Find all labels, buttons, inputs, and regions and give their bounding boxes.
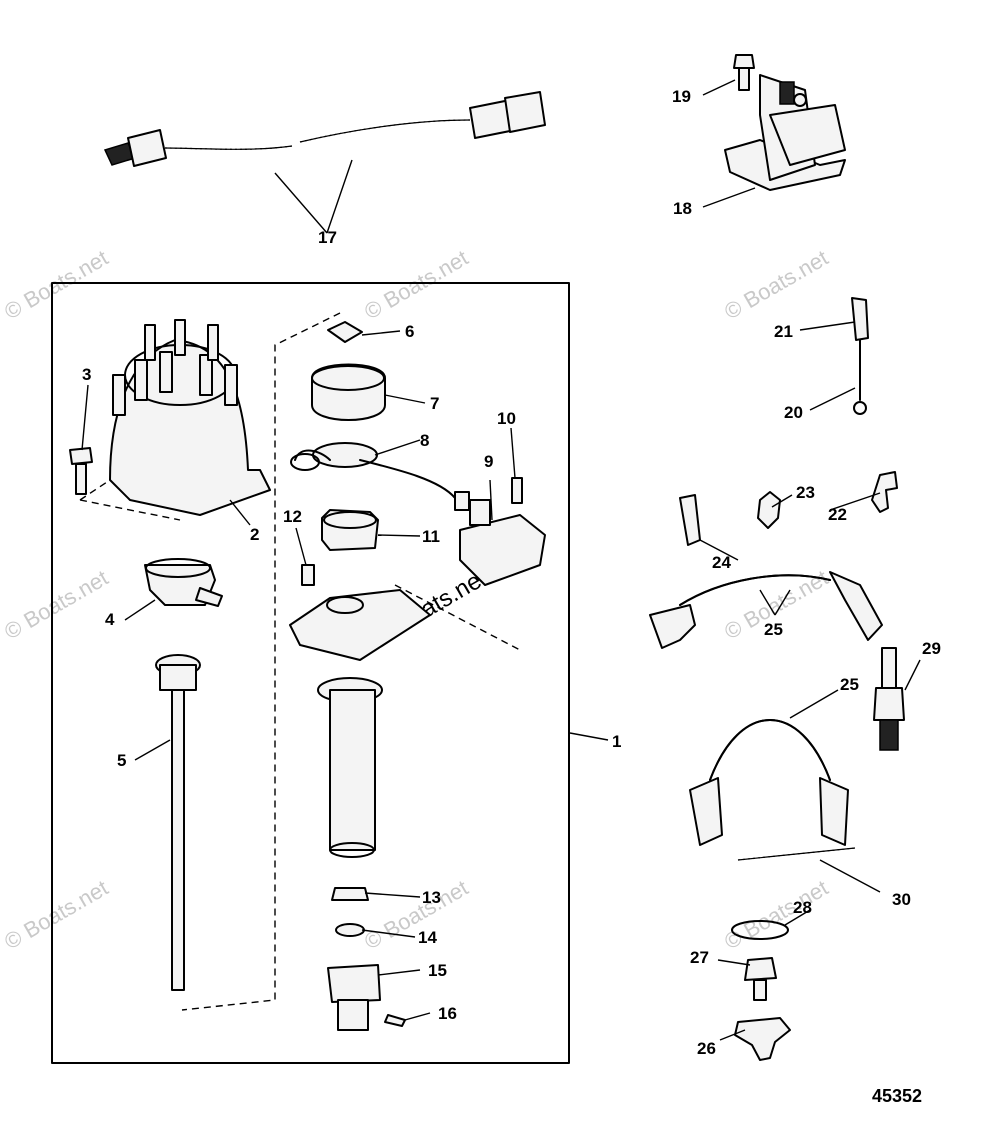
callout-6: 6 [405,322,414,341]
callout-29: 29 [922,639,941,658]
watermark: © Boats.net [0,565,112,644]
wiring-harness [103,91,546,167]
watermark: © Boats.net [360,875,472,954]
watermark: © Boats.net [0,245,112,324]
callout-25: 25 [764,620,783,639]
callout-23: 23 [796,483,815,502]
callout-2: 2 [250,525,259,544]
callout-13: 13 [422,888,441,907]
dashed-assembly-line [79,479,181,521]
callout-24: 24 [712,553,731,572]
watermark: © Boats.net [360,245,472,324]
callout-28: 28 [793,898,812,917]
distributor-assembly-frame [51,282,570,1064]
callout-14: 14 [418,928,437,947]
drive-shaft [155,654,201,991]
callout-21: 21 [774,322,793,341]
leader-lines [81,79,921,1041]
callout-17: 17 [318,228,337,247]
ground-strap [851,297,869,415]
callout-8: 8 [420,431,429,450]
spark-plug-lead-lower [689,719,849,846]
cap-screw [69,447,93,495]
figure-number: 45352 [872,1086,922,1106]
coil-screw [733,54,755,91]
callout-4: 4 [105,610,115,629]
dashed-assembly-line [181,312,341,1011]
distributor-cap [109,319,271,516]
spark-plug [873,647,905,751]
callout-30: 30 [892,890,911,909]
callout-10: 10 [497,409,516,428]
watermark: © Boats.net [0,875,112,954]
callout-12: 12 [283,507,302,526]
callout-5: 5 [117,751,126,770]
watermark: © Boats.net [720,245,832,324]
callout-3: 3 [82,365,91,384]
wire-clips [679,471,898,546]
watermark: © Boats.net [720,875,832,954]
callout-22: 22 [828,505,847,524]
callout-27: 27 [690,948,709,967]
callout-9: 9 [484,452,493,471]
bracket [734,1017,791,1061]
callout-18: 18 [673,199,692,218]
watermark-layer: © Boats.net © Boats.net © Boats.net © Bo… [0,245,832,954]
distributor-internals [289,321,546,1031]
callout-26: 26 [697,1039,716,1058]
spark-plug-lead-upper [649,571,883,649]
bushing [144,558,223,607]
ignition-coil [724,74,846,191]
callout-7: 7 [430,394,439,413]
callout-1: 1 [612,732,621,751]
callout-15: 15 [428,961,447,980]
bolt [744,957,777,1001]
washer [731,920,789,940]
callouts: 1 2 3 4 5 6 7 8 9 10 11 12 13 14 15 16 1… [82,87,941,1058]
callout-11: 11 [422,527,440,546]
callout-20: 20 [784,403,803,422]
sleeve [737,847,856,861]
callout-19: 19 [672,87,691,106]
callout-16: 16 [438,1004,457,1023]
callout-25: 25 [840,675,859,694]
